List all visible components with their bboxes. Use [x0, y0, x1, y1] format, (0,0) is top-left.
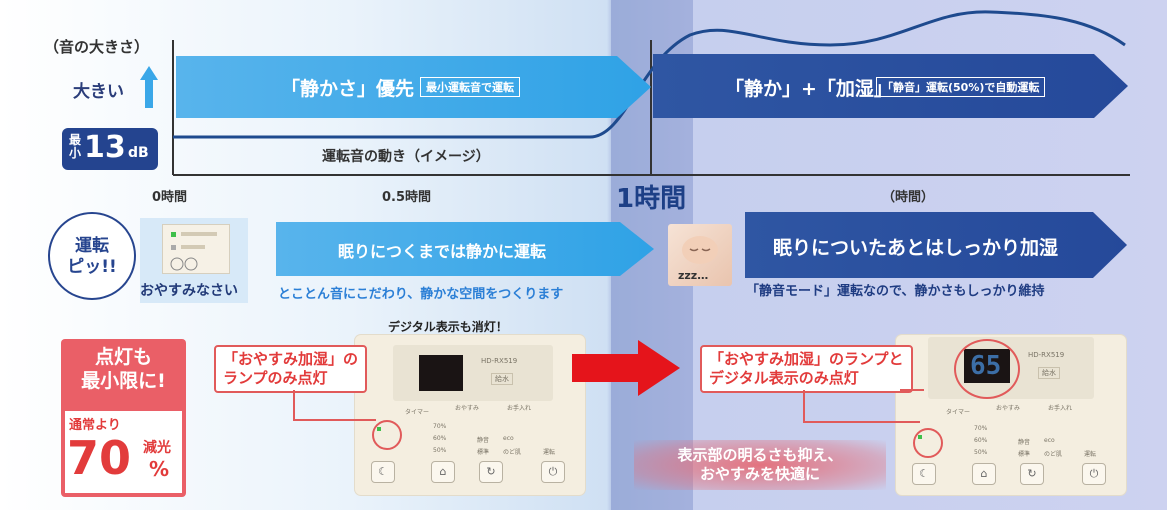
callout-left-1: 「おやすみ加湿」の — [223, 350, 359, 368]
badge-title-1: 点灯も — [94, 346, 152, 368]
mode-eco-right: eco — [1044, 437, 1055, 444]
care-btn-label: お手入れ — [507, 405, 532, 412]
level-50-right: 50% — [974, 449, 988, 456]
control-panel-off: HD-RX519 給水 タイマー おやすみ お手入れ 70% 60% 50% 静… — [355, 335, 585, 495]
cycle-icon-right[interactable]: ↻ — [1020, 463, 1044, 485]
sleeping-baby-photo: zzz… — [668, 224, 732, 286]
sleep-quiet-title: 眠りにつくまでは静かに運転 — [338, 242, 547, 261]
panel-top-right: 65 HD-RX519 給水 — [928, 337, 1094, 399]
sleep-lamp-highlight — [372, 420, 402, 450]
loud-label: 大きい — [73, 82, 124, 102]
center-note-1: 表示部の明るさも抑え、 — [677, 446, 843, 464]
run-label: 運転 — [543, 449, 556, 456]
sleep-quiet-arrow: 眠りにつくまでは静かに運転 — [276, 222, 654, 276]
min-prefix-bottom: 小 — [69, 146, 82, 160]
digital-off-note: デジタル表示も消灯！ — [388, 320, 508, 334]
tick-0h: 0時間 — [152, 190, 188, 205]
baby-caption: zzz… — [678, 269, 709, 282]
callout-right-line — [803, 390, 920, 423]
callout-left-2: ランプのみ点灯 — [223, 369, 328, 387]
sleep-quiet-caption: とことん音にこだわり、静かな空間をつくります — [278, 287, 564, 302]
sleep-humidify-arrow: 眠りについたあとはしっかり加湿 — [745, 212, 1127, 278]
sleep-icon — [170, 257, 198, 271]
mode-standard: 標準 — [477, 449, 490, 456]
mode-eco: eco — [503, 435, 514, 442]
quiet-priority-title: 「静かさ」優先 — [281, 78, 415, 100]
quiet-humidify-tag: 「静音」運転(50%)で自動運転 — [876, 77, 1045, 97]
callout-lamp-and-display: 「おやすみ加湿」のランプと デジタル表示のみ点灯 — [700, 345, 913, 393]
mode-quiet-right: 静音 — [1018, 439, 1031, 446]
home-icon-right[interactable]: ⌂ — [972, 463, 996, 485]
min-prefix-top: 最 — [69, 133, 82, 147]
sleep-humidify-caption: 「静音モード」運転なので、静かさもしっかり維持 — [746, 284, 1045, 299]
badge-unit-top: 減光 — [143, 440, 171, 456]
timer-label-right: タイマー — [946, 409, 971, 416]
beep-bubble: 運転 ピッ!! — [48, 212, 136, 300]
red-arrow-icon — [572, 340, 680, 396]
up-arrow-icon — [140, 66, 158, 108]
y-axis-title: （音の大きさ） — [44, 38, 150, 56]
sleep-button-right[interactable]: ☾ — [912, 463, 936, 485]
water-label-right: 給水 — [1038, 367, 1060, 379]
badge-sub: 通常より — [69, 418, 121, 433]
badge-unit-bottom: % — [149, 457, 170, 481]
level-60: 60% — [433, 435, 447, 442]
callout-right-1: 「おやすみ加湿」のランプと — [709, 350, 904, 368]
control-panel-on: 65 HD-RX519 給水 タイマー おやすみ お手入れ 70% 60% 50… — [896, 335, 1126, 495]
home-icon[interactable]: ⌂ — [431, 461, 455, 483]
callout-right-line-2 — [900, 389, 924, 391]
power-button[interactable]: ⏻ — [541, 461, 565, 483]
level-70: 70% — [433, 423, 447, 430]
quiet-humidify-title: 「静か」+「加湿」 — [725, 78, 893, 100]
level-50: 50% — [433, 447, 447, 454]
care-btn-label-right: お手入れ — [1048, 405, 1073, 412]
mode-panel-thumb: おやすみなさい — [140, 218, 248, 303]
level-60-right: 60% — [974, 437, 988, 444]
min-db-badge: 最 小 13 dB — [62, 128, 158, 170]
curve-caption: 運転音の動き（イメージ） — [322, 149, 490, 165]
min-db-value: 13 — [84, 130, 126, 165]
quiet-priority-tag: 最小運転音で運転 — [420, 77, 520, 97]
center-note: 表示部の明るさも抑え、 おやすみを快適に — [634, 440, 886, 490]
quiet-humidify-arrow: 「静か」+「加湿」 「静音」運転(50%)で自動運転 — [653, 54, 1128, 118]
mode-standard-right: 標準 — [1018, 451, 1031, 458]
callout-right-2: デジタル表示のみ点灯 — [709, 369, 859, 387]
quiet-priority-arrow: 「静かさ」優先 最小運転音で運転 — [176, 56, 651, 118]
tick-1h: 1時間 — [616, 184, 687, 214]
badge-title-2: 最小限に! — [81, 370, 166, 392]
mode-label: おやすみなさい — [140, 283, 238, 299]
display-highlight — [954, 339, 1020, 399]
cycle-icon[interactable]: ↻ — [479, 461, 503, 483]
tick-hours: （時間） — [882, 190, 935, 205]
center-note-2: おやすみを快適に — [699, 465, 820, 483]
model-label-right: HD-RX519 — [1028, 351, 1065, 359]
tick-05h: 0.5時間 — [382, 190, 432, 205]
baby-icon — [682, 236, 718, 264]
sleep-button[interactable]: ☾ — [371, 461, 395, 483]
dimming-badge: 点灯も 最小限に! 通常より 70 減光 % — [61, 339, 186, 497]
callout-left-line — [293, 390, 376, 421]
callout-lamp-only: 「おやすみ加湿」の ランプのみ点灯 — [214, 345, 368, 393]
mode-quiet: 静音 — [477, 437, 490, 444]
sleep-btn-label: おやすみ — [455, 405, 480, 412]
panel-top: HD-RX519 給水 — [393, 345, 553, 401]
mode-throat: のど肌 — [503, 449, 522, 456]
beep-line-2: ピッ!! — [67, 257, 117, 277]
water-label: 給水 — [491, 373, 513, 385]
sleep-humidify-title: 眠りについたあとはしっかり加湿 — [773, 237, 1059, 259]
min-db-unit: dB — [128, 145, 149, 161]
sleep-btn-label-right: おやすみ — [996, 405, 1021, 412]
mode-throat-right: のど肌 — [1044, 451, 1063, 458]
beep-line-1: 運転 — [75, 236, 109, 256]
power-button-right[interactable]: ⏻ — [1082, 463, 1106, 485]
badge-number: 70 — [67, 431, 132, 485]
sleep-lamp-highlight-right — [913, 428, 943, 458]
run-label-right: 運転 — [1084, 451, 1097, 458]
model-label: HD-RX519 — [481, 357, 518, 365]
timer-label: タイマー — [405, 409, 430, 416]
digital-display-off — [419, 355, 463, 391]
level-70-right: 70% — [974, 425, 988, 432]
